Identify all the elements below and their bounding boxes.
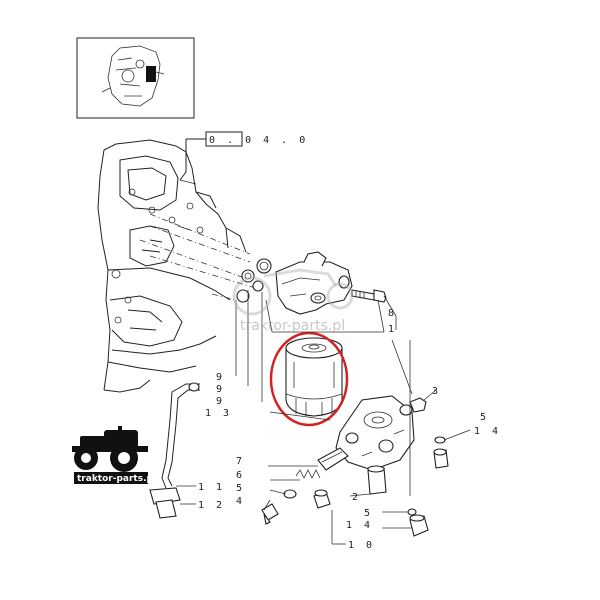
filter-adapter-housing[interactable]: [335, 395, 415, 471]
relief-valve-washer[interactable]: [283, 489, 297, 499]
filter-highlight-circle: [269, 331, 349, 427]
oil-pipe[interactable]: [161, 382, 200, 489]
callout-9-bottom[interactable]: 9: [216, 396, 225, 407]
reference-code: 0 . 0 4 . 0: [209, 135, 308, 146]
reference-box[interactable]: 0 . 0 4 . 0: [185, 131, 308, 152]
callout-13[interactable]: 1 3: [205, 408, 232, 419]
logo-text: traktor-parts.pl: [77, 474, 156, 484]
callout-14-right[interactable]: 1 4: [474, 426, 501, 437]
callout-4[interactable]: 4: [236, 496, 245, 507]
oil-filter[interactable]: [285, 337, 343, 417]
callout-3[interactable]: 3: [432, 386, 441, 397]
thumbnail-highlight-marker: [146, 66, 156, 82]
sleeve-2[interactable]: [367, 465, 387, 495]
callout-12[interactable]: 1 2: [198, 500, 225, 511]
filter-head-bracket[interactable]: [275, 251, 353, 315]
engine-block: [97, 139, 263, 393]
tractor-icon: [72, 426, 148, 472]
relief-valve-plug[interactable]: [261, 503, 279, 525]
plug-10[interactable]: [409, 514, 429, 537]
callout-14-bottom[interactable]: 1 4: [346, 520, 373, 531]
callout-10[interactable]: 1 0: [348, 540, 375, 551]
sensor-fitting[interactable]: [313, 489, 331, 509]
washer-14-bottom[interactable]: [407, 508, 417, 516]
callout-5-left[interactable]: 5: [236, 483, 245, 494]
plug-5-right[interactable]: [433, 448, 449, 469]
leader-lines: [176, 290, 471, 545]
callout-1[interactable]: 1: [388, 324, 397, 335]
watermark-text: traktor-parts.pl: [240, 318, 345, 334]
traktor-parts-logo[interactable]: traktor-parts.pl: [72, 426, 156, 484]
callout-9-top[interactable]: 9: [216, 372, 225, 383]
callout-11[interactable]: 1 1: [198, 482, 225, 493]
callout-6[interactable]: 6: [236, 470, 245, 481]
callout-5-right[interactable]: 5: [480, 412, 489, 423]
watermark: traktor-parts.pl: [232, 268, 354, 334]
washer-14-right[interactable]: [434, 436, 446, 444]
engine-thumbnail[interactable]: [76, 37, 195, 119]
plug-3[interactable]: [409, 397, 427, 413]
callout-5-bottom[interactable]: 5: [364, 508, 373, 519]
callout-9-middle[interactable]: 9: [216, 384, 225, 395]
bolt-8[interactable]: [351, 289, 387, 303]
relief-valve-piston[interactable]: [317, 447, 349, 471]
relief-valve-spring[interactable]: [295, 469, 321, 479]
callout-8[interactable]: 8: [388, 308, 397, 319]
callout-2[interactable]: 2: [352, 492, 361, 503]
sealing-rings[interactable]: [236, 258, 272, 303]
pipe-fitting-12[interactable]: [149, 487, 181, 519]
callout-7[interactable]: 7: [236, 456, 245, 467]
